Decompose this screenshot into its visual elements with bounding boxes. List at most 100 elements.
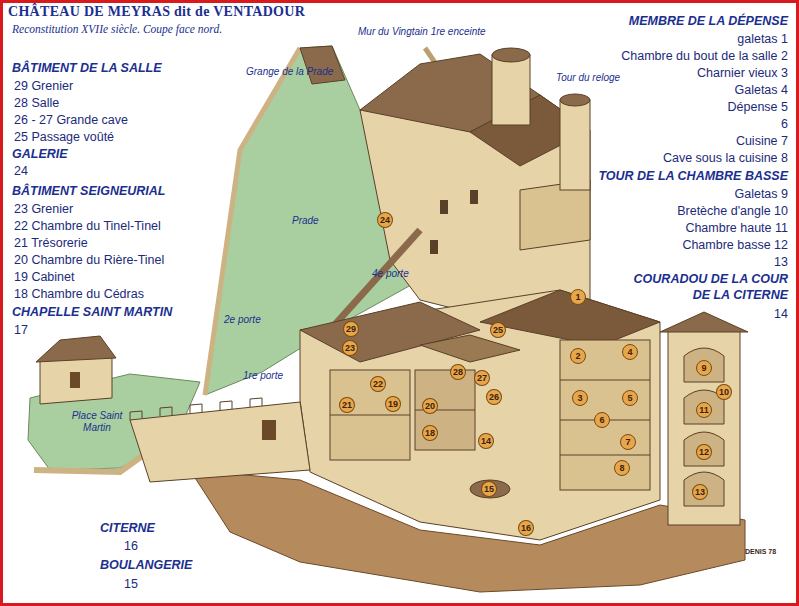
caption: Reconstitution XVIIe siècle. Coupe face … bbox=[12, 23, 222, 35]
legend-entry: 6 bbox=[781, 116, 788, 132]
legend-entry: Chambre haute 11 bbox=[685, 220, 788, 236]
legend-entry: 24 bbox=[14, 163, 28, 179]
round-tower bbox=[492, 55, 530, 125]
tower-roof bbox=[660, 312, 748, 332]
window bbox=[440, 200, 448, 214]
callout-number: 9 bbox=[696, 360, 712, 376]
callout-number: 23 bbox=[342, 340, 358, 356]
callout-number: 22 bbox=[370, 376, 386, 392]
callout-number: 7 bbox=[620, 434, 636, 450]
legend-heading: GALERIE bbox=[12, 146, 68, 162]
window bbox=[470, 190, 478, 204]
legend-entry: 26 - 27 Grande cave bbox=[14, 112, 128, 128]
place-label: 2e porte bbox=[224, 314, 261, 326]
title: CHÂTEAU DE MEYRAS dit de VENTADOUR bbox=[8, 4, 305, 20]
legend-heading: COURADOU DE LA COUR DE LA CITERNE bbox=[613, 271, 788, 303]
lower-buildings bbox=[300, 290, 660, 540]
legend-entry: 14 bbox=[774, 306, 788, 322]
callout-number: 10 bbox=[716, 384, 732, 400]
legend-entry: 22 Chambre du Tinel-Tinel bbox=[14, 218, 161, 234]
tower-top bbox=[492, 48, 530, 62]
legend-entry: Cuisine 7 bbox=[736, 133, 788, 149]
callout-number: 3 bbox=[572, 390, 588, 406]
callout-number: 26 bbox=[486, 389, 502, 405]
legend-entry: 28 Salle bbox=[14, 95, 59, 111]
signature: DENIS 78 bbox=[745, 548, 776, 555]
chambre-basse-tower bbox=[668, 330, 740, 525]
legend-entry: 21 Trésorerie bbox=[14, 235, 88, 251]
callout-number: 15 bbox=[481, 481, 497, 497]
legend-entry: 25 Passage voûté bbox=[14, 129, 114, 145]
legend-entry: galetas 1 bbox=[737, 31, 788, 47]
room bbox=[560, 340, 650, 490]
callout-number: 16 bbox=[518, 520, 534, 536]
legend-entry: 19 Cabinet bbox=[14, 269, 74, 285]
callout-number: 11 bbox=[696, 402, 712, 418]
callout-number: 6 bbox=[594, 412, 610, 428]
callout-number: 19 bbox=[385, 396, 401, 412]
chapel-wall bbox=[40, 356, 112, 404]
place-label: 1re porte bbox=[243, 370, 283, 382]
callout-number: 8 bbox=[614, 460, 630, 476]
legend-heading: BOULANGERIE bbox=[100, 557, 192, 573]
callout-number: 18 bbox=[422, 425, 438, 441]
callout-number: 4 bbox=[622, 344, 638, 360]
legend-entry: 18 Chambre du Cédras bbox=[14, 286, 144, 302]
place-label: Grange de la Prade bbox=[246, 66, 333, 78]
tower-top bbox=[560, 94, 590, 106]
callout-number: 24 bbox=[377, 212, 393, 228]
place-label: Prade bbox=[292, 215, 319, 227]
roof bbox=[420, 335, 520, 362]
tour-du-reloge bbox=[560, 100, 590, 190]
legend-entry: 13 bbox=[774, 254, 788, 270]
callout-number: 14 bbox=[478, 433, 494, 449]
legend-entry: Galetas 9 bbox=[734, 186, 788, 202]
callout-number: 25 bbox=[490, 322, 506, 338]
legend-entry: 16 bbox=[124, 538, 138, 554]
place-label: Place Saint Martin bbox=[58, 410, 136, 434]
callout-number: 28 bbox=[450, 364, 466, 380]
gate bbox=[262, 420, 276, 440]
callout-number: 20 bbox=[422, 398, 438, 414]
legend-entry: 20 Chambre du Rière-Tinel bbox=[14, 252, 164, 268]
legend-entry: 29 Grenier bbox=[14, 78, 73, 94]
legend-heading: CHAPELLE SAINT MARTIN bbox=[12, 304, 172, 320]
prade-wall bbox=[205, 48, 300, 395]
legend-heading: BÂTIMENT SEIGNEURIAL bbox=[12, 183, 165, 199]
legend-entry: 23 Grenier bbox=[14, 201, 73, 217]
crenels bbox=[130, 398, 262, 420]
callout-number: 2 bbox=[570, 348, 586, 364]
front-wall bbox=[130, 402, 310, 482]
callout-number: 13 bbox=[692, 484, 708, 500]
legend-heading: BÂTIMENT DE LA SALLE bbox=[12, 60, 162, 76]
legend-heading: TOUR DE LA CHAMBRE BASSE bbox=[598, 168, 788, 184]
legend-entry: Dépense 5 bbox=[728, 99, 788, 115]
roof bbox=[480, 290, 660, 346]
place-label: Mur du Vingtain 1re enceinte bbox=[358, 26, 486, 38]
legend-entry: Charnier vieux 3 bbox=[697, 65, 788, 81]
legend-heading: CITERNE bbox=[100, 520, 155, 536]
chapel-roof bbox=[36, 336, 116, 362]
callout-number: 21 bbox=[339, 397, 355, 413]
keep-roof bbox=[360, 54, 540, 132]
grange-roof bbox=[300, 46, 345, 84]
callout-number: 12 bbox=[696, 444, 712, 460]
legend-entry: Chambre du bout de la salle 2 bbox=[621, 48, 788, 64]
legend-entry: Galetas 4 bbox=[734, 82, 788, 98]
tower-arches bbox=[684, 348, 724, 506]
window bbox=[430, 240, 438, 254]
callout-number: 29 bbox=[343, 321, 359, 337]
legend-heading: MEMBRE DE LA DÉPENSE bbox=[629, 13, 788, 29]
legend-entry: Bretèche d'angle 10 bbox=[677, 203, 788, 219]
callout-number: 5 bbox=[622, 390, 638, 406]
legend-entry: Cave sous la cuisine 8 bbox=[663, 150, 788, 166]
place-label: 4e porte bbox=[372, 268, 409, 280]
chapel-door bbox=[70, 372, 80, 388]
place-label: Tour du reloge bbox=[556, 72, 620, 84]
legend-entry: 15 bbox=[124, 576, 138, 592]
callout-number: 1 bbox=[570, 289, 586, 305]
legend-entry: 17 bbox=[14, 322, 28, 338]
cistern bbox=[470, 480, 510, 498]
